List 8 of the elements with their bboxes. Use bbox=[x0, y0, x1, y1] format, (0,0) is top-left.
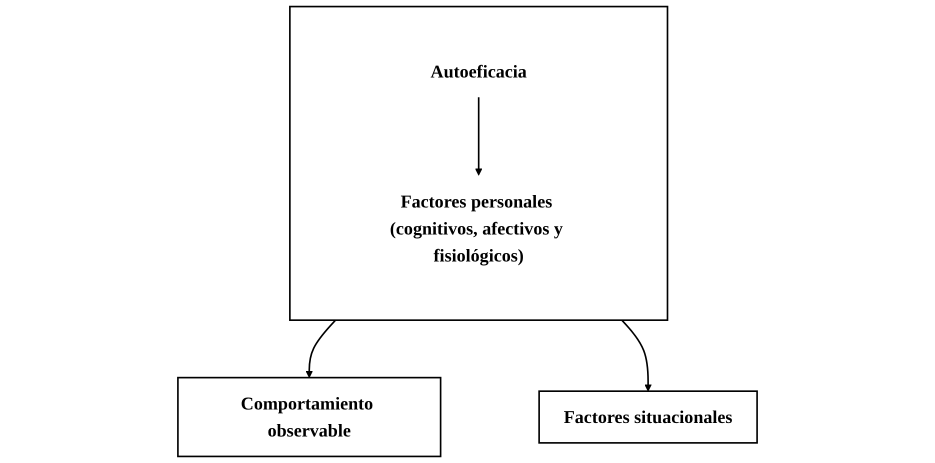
node-text: Autoeficacia bbox=[430, 61, 527, 82]
node-box: Comportamiento observable bbox=[177, 376, 442, 458]
arrow bbox=[475, 97, 482, 176]
arrow bbox=[306, 320, 336, 378]
node-box: Factores situacionales bbox=[538, 390, 758, 444]
cluster bbox=[289, 6, 668, 321]
node-text: Factores personales (cognitivos, afectivos y fisiológicos) bbox=[390, 190, 563, 266]
arrow bbox=[621, 320, 652, 392]
